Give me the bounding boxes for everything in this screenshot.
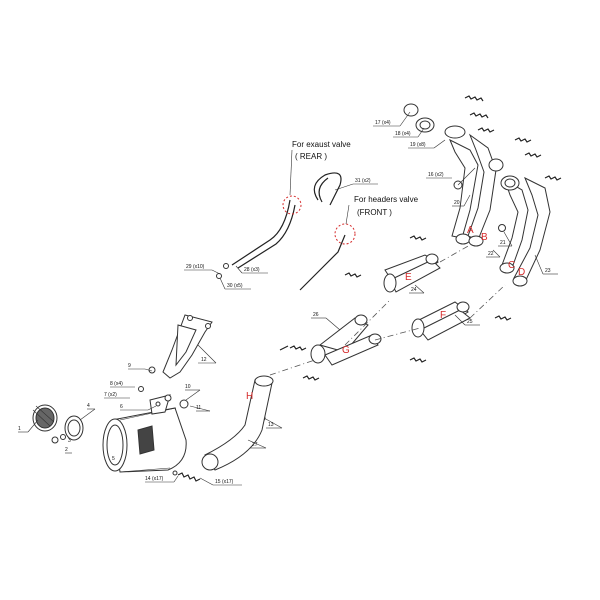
sensor-plug bbox=[498, 224, 506, 232]
hanger-bracket bbox=[162, 314, 213, 379]
letter-a: A bbox=[467, 225, 474, 236]
small-screws bbox=[51, 434, 66, 444]
collector-e bbox=[383, 253, 441, 293]
springs-top bbox=[464, 95, 562, 181]
springs-rear bbox=[172, 470, 201, 482]
callout-2: 2 bbox=[65, 447, 68, 453]
link-pipe bbox=[201, 375, 274, 471]
letter-b: B bbox=[481, 232, 488, 243]
letter-d: D bbox=[518, 267, 525, 278]
callout-1: 1 bbox=[18, 426, 21, 432]
callout-30: 30 (x5) bbox=[227, 283, 243, 289]
callout-20: 20 bbox=[454, 200, 460, 206]
callout-28: 28 (x3) bbox=[244, 267, 260, 273]
callout-31: 31 (x2) bbox=[355, 178, 371, 184]
callout-19: 19 (x8) bbox=[410, 142, 426, 148]
callout-21: 21 bbox=[500, 240, 506, 246]
letter-c: C bbox=[508, 260, 515, 271]
callout-8: 8 (x4) bbox=[110, 381, 123, 387]
callout-7: 7 (x2) bbox=[104, 392, 117, 398]
callout-16: 16 (x2) bbox=[428, 172, 444, 178]
callout-23: 23 bbox=[545, 268, 551, 274]
callout-17: 17 (x4) bbox=[375, 120, 391, 126]
callout-6: 6 bbox=[120, 404, 123, 410]
callout-3: 3 bbox=[68, 438, 71, 444]
callout-10: 10 bbox=[185, 384, 191, 390]
letter-g: G bbox=[342, 345, 350, 356]
headers-ab bbox=[444, 125, 497, 247]
callout-27: 27 bbox=[252, 442, 258, 448]
callout-18: 18 (x4) bbox=[395, 131, 411, 137]
front-valve-cable bbox=[299, 223, 356, 291]
callout-22: 22 bbox=[488, 251, 494, 257]
rear-valve-cables bbox=[216, 195, 302, 279]
note-front-sub: (FRONT ) bbox=[357, 208, 392, 217]
note-rear-sub: ( REAR ) bbox=[295, 152, 327, 161]
callout-15: 15 (x17) bbox=[215, 479, 234, 485]
leader-lines bbox=[27, 111, 544, 486]
callout-5: 5 bbox=[112, 456, 115, 462]
callout-25: 25 bbox=[467, 319, 473, 325]
callout-14: 14 (x17) bbox=[145, 476, 164, 482]
headers-cd bbox=[499, 176, 551, 287]
flanges bbox=[403, 103, 520, 191]
sensor bbox=[453, 167, 476, 190]
note-front-title: For headers valve bbox=[354, 195, 419, 204]
outlet-ring bbox=[64, 415, 84, 441]
muffler-body bbox=[102, 407, 187, 473]
note-rear-title: For exaust valve bbox=[292, 140, 351, 149]
callout-26: 26 bbox=[313, 312, 319, 318]
callout-12: 12 bbox=[201, 357, 207, 363]
letter-e: E bbox=[405, 272, 412, 283]
cable-coil bbox=[313, 172, 342, 206]
callouts: 1 2 3 4 5 6 7 (x2) 8 (x4) 9 10 11 12 13 … bbox=[18, 120, 558, 486]
end-cap bbox=[32, 404, 58, 432]
letter-f: F bbox=[440, 310, 446, 321]
callout-29: 29 (x10) bbox=[186, 264, 205, 270]
collector-g bbox=[310, 314, 382, 366]
callout-24: 24 bbox=[411, 287, 417, 293]
callout-13: 13 bbox=[268, 422, 274, 428]
springs-mid bbox=[279, 235, 512, 381]
letter-h: H bbox=[246, 391, 253, 402]
callout-4: 4 bbox=[87, 403, 90, 409]
callout-9: 9 bbox=[128, 363, 131, 369]
